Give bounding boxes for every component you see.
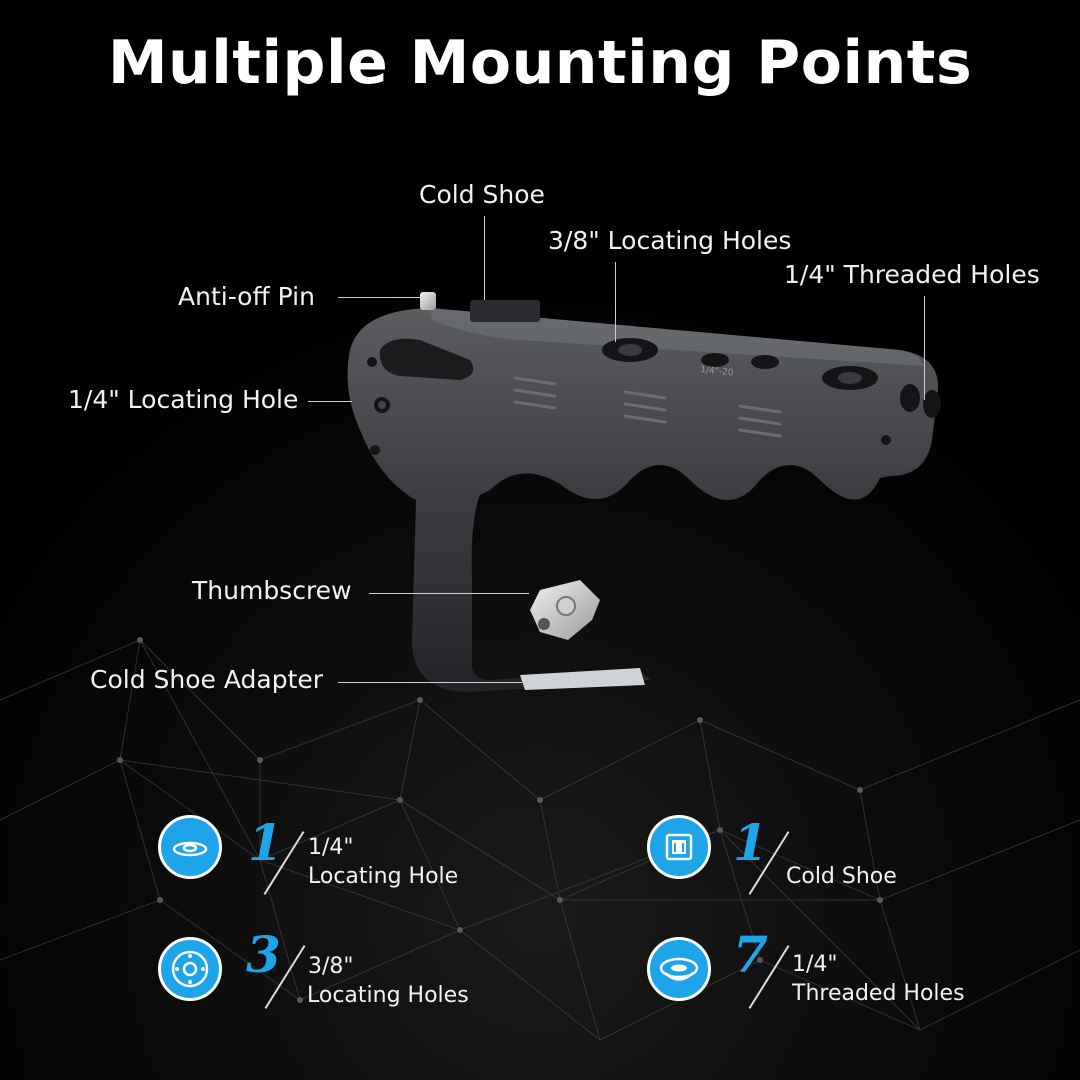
stat-label-line2: Locating Hole xyxy=(308,864,459,889)
stat-count-threaded-holes: 7 xyxy=(733,925,768,984)
callout-cold-shoe-adapter: Cold Shoe Adapter xyxy=(90,665,324,694)
stat-count-cold-shoe: 1 xyxy=(733,813,768,872)
stat-label-line1: 1/4" xyxy=(308,835,354,860)
leader-line-locating-hole-14 xyxy=(308,401,352,402)
leader-line-anti-off-pin xyxy=(338,297,422,298)
stat-label-line2: Locating Holes xyxy=(307,983,469,1008)
handle-product-image: 1/4"-20 xyxy=(347,292,941,692)
cold-shoe-icon xyxy=(647,815,711,879)
stat-count-locating-holes: 3 xyxy=(246,925,281,984)
callout-thumbscrew: Thumbscrew xyxy=(192,576,352,605)
stat-label-line2: Threaded Holes xyxy=(792,981,965,1006)
callout-cold-shoe: Cold Shoe xyxy=(419,180,545,209)
leader-line-cold-shoe xyxy=(484,216,485,300)
callout-locating-holes-38: 3/8" Locating Holes xyxy=(548,226,792,255)
stat-label-line1: 1/4" xyxy=(792,952,838,977)
stat-count-locating-hole: 1 xyxy=(248,813,283,872)
callout-locating-hole-14: 1/4" Locating Hole xyxy=(68,385,299,414)
stat-label-line1: 3/8" xyxy=(308,954,354,979)
leader-line-threaded-holes-14 xyxy=(924,296,925,400)
leader-line-locating-holes-38 xyxy=(615,262,616,342)
product-engraving: 1/4"-20 xyxy=(700,365,734,378)
threaded-holes-icon xyxy=(647,937,711,1001)
locating-hole-icon xyxy=(158,815,222,879)
leader-line-thumbscrew xyxy=(369,593,529,594)
stat-label-line2: Cold Shoe xyxy=(786,864,897,889)
leader-line-cold-shoe-adapter xyxy=(338,682,522,683)
callout-threaded-holes-14: 1/4" Threaded Holes xyxy=(784,260,1040,289)
locating-holes-icon xyxy=(158,937,222,1001)
callout-anti-off-pin: Anti-off Pin xyxy=(178,282,315,311)
page-title: Multiple Mounting Points xyxy=(107,28,973,98)
